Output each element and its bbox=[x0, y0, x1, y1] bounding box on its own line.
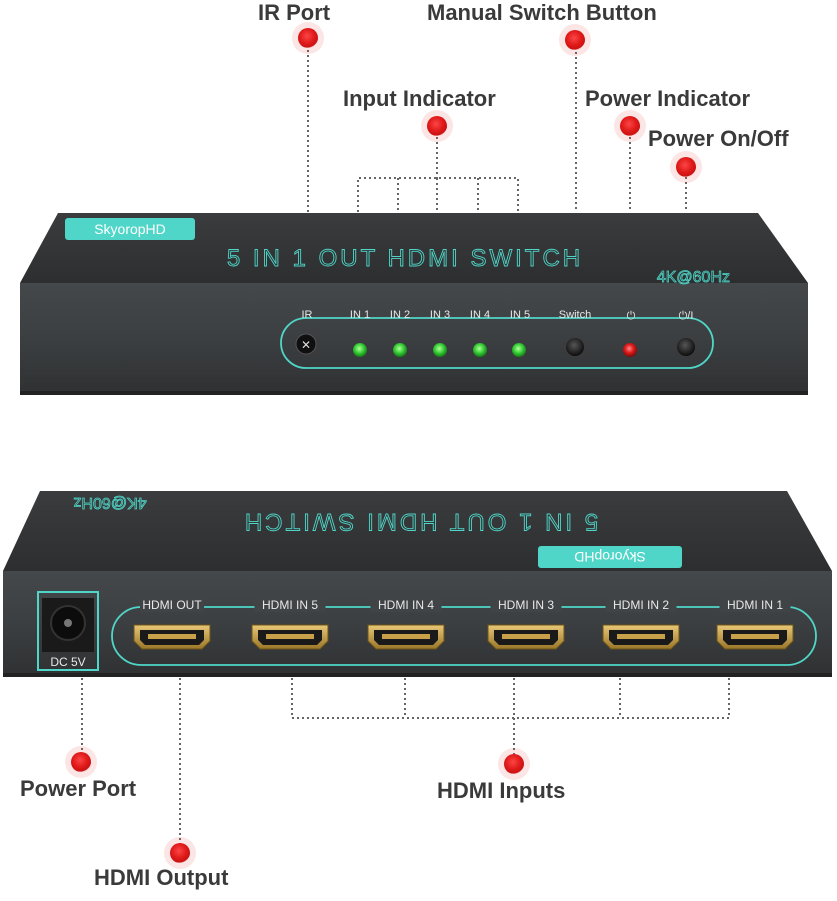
front-panel bbox=[20, 283, 808, 393]
label-power-switch: ⏻/I bbox=[679, 310, 694, 322]
port-label-bg bbox=[719, 598, 791, 612]
front-model-text: 5 IN 1 OUT HDMI SWITCH bbox=[227, 245, 583, 272]
front-brand-badge bbox=[65, 218, 195, 240]
port-label-hdmi-in-1: HDMI IN 1 bbox=[727, 598, 783, 612]
callout-power-on-off: Power On/Off bbox=[648, 126, 789, 151]
back-resolution-text: 4K@60Hz bbox=[73, 494, 146, 511]
port-label-hdmi-in-4: HDMI IN 4 bbox=[378, 598, 434, 612]
back-panel bbox=[3, 571, 832, 675]
ir-receiver-mark: ✕ bbox=[301, 338, 311, 352]
dc-label: DC 5V bbox=[50, 655, 85, 669]
port-label-bg bbox=[490, 598, 562, 612]
power-port-marker bbox=[65, 746, 97, 778]
front-brand-text: SkyoropHD bbox=[94, 221, 166, 237]
front-resolution-text: 4K@60Hz bbox=[657, 269, 730, 286]
callout-power-indicator: Power Indicator bbox=[585, 86, 751, 111]
hdmi-port-outline bbox=[111, 606, 817, 666]
hdmi-pins-hdmi-out bbox=[148, 634, 196, 639]
callout-hdmi-output: HDMI Output bbox=[94, 865, 229, 890]
back-leader-lines bbox=[81, 678, 730, 852]
port-label-bg bbox=[254, 598, 326, 612]
led-in5 bbox=[512, 343, 526, 357]
label-in3: IN 3 bbox=[430, 309, 450, 321]
led-power bbox=[623, 343, 637, 357]
port-label-bg bbox=[140, 598, 204, 612]
power-indicator-marker bbox=[614, 110, 646, 142]
led-in4 bbox=[473, 343, 487, 357]
label-ir: IR bbox=[302, 309, 313, 321]
label-power-indicator: ⏻ bbox=[627, 310, 636, 322]
label-switch: Switch bbox=[559, 309, 591, 321]
label-in5: IN 5 bbox=[510, 309, 530, 321]
front-leader-lines bbox=[307, 50, 687, 212]
power-on-off-button[interactable] bbox=[677, 338, 695, 356]
ir-receiver bbox=[295, 333, 317, 355]
hdmi-pins-hdmi-in-2 bbox=[617, 634, 665, 639]
hdmi-pins-hdmi-in-5 bbox=[266, 634, 314, 639]
callout-input-indicator: Input Indicator bbox=[343, 86, 496, 111]
callout-power-port: Power Port bbox=[20, 776, 137, 801]
hdmi-pins-hdmi-in-4 bbox=[382, 634, 430, 639]
dc-port-frame bbox=[37, 591, 99, 671]
label-in1: IN 1 bbox=[350, 309, 370, 321]
front-device: SkyoropHD 5 IN 1 OUT HDMI SWITCH 4K@60Hz… bbox=[20, 213, 808, 395]
led-in1 bbox=[353, 343, 367, 357]
callout-ir-port: IR Port bbox=[258, 0, 331, 25]
manual-switch-button[interactable] bbox=[566, 338, 584, 356]
hdmi-pins-hdmi-in-1 bbox=[731, 634, 779, 639]
callout-manual-switch-button: Manual Switch Button bbox=[427, 0, 657, 25]
back-device: SkyoropHD 5 IN 1 OUT HDMI SWITCH 4K@60Hz… bbox=[3, 491, 832, 677]
port-label-hdmi-in-5: HDMI IN 5 bbox=[262, 598, 318, 612]
hdmi-output-marker bbox=[164, 837, 196, 869]
back-brand-text: SkyoropHD bbox=[574, 549, 646, 565]
port-label-bg bbox=[605, 598, 677, 612]
port-label-hdmi-in-3: HDMI IN 3 bbox=[498, 598, 554, 612]
port-label-hdmi-in-2: HDMI IN 2 bbox=[613, 598, 669, 612]
manual-switch-marker bbox=[559, 24, 591, 56]
back-model-text: 5 IN 1 OUT HDMI SWITCH bbox=[242, 508, 598, 535]
led-in3 bbox=[433, 343, 447, 357]
power-on-off-marker bbox=[670, 151, 702, 183]
label-in4: IN 4 bbox=[470, 309, 490, 321]
input-indicator-marker bbox=[421, 110, 453, 142]
led-in2 bbox=[393, 343, 407, 357]
hdmi-ports-group: HDMI OUT HDMI IN 5 HDMI IN 4 HDMI IN 3 HDMI … bbox=[133, 598, 794, 650]
back-brand-badge bbox=[538, 546, 682, 568]
front-control-outline bbox=[280, 317, 714, 369]
front-top-face bbox=[20, 213, 808, 283]
ir-port-marker bbox=[292, 22, 324, 54]
port-label-hdmi-out: HDMI OUT bbox=[142, 598, 202, 612]
callout-hdmi-inputs: HDMI Inputs bbox=[437, 778, 566, 803]
hdmi-pins-hdmi-in-3 bbox=[502, 634, 550, 639]
hdmi-inputs-marker bbox=[498, 748, 530, 780]
label-in2: IN 2 bbox=[390, 309, 410, 321]
port-label-bg bbox=[370, 598, 442, 612]
